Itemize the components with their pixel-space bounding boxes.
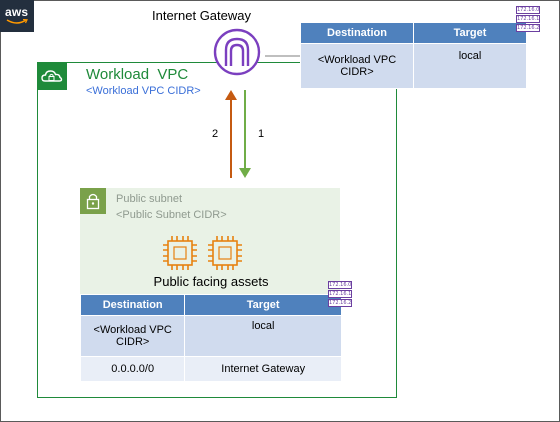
prefix-list-icon: 172.16.0.0 172.16.1.0 172.16.2.0 <box>516 6 540 33</box>
vpc-cidr: <Workload VPC CIDR> <box>86 85 201 97</box>
target-cell: local <box>413 43 527 89</box>
table-header-row: Destination Target <box>300 22 527 44</box>
prefix-entry: 172.16.0.0 <box>516 6 540 14</box>
prefix-entry: 172.16.1.0 <box>516 15 540 23</box>
destination-cell: 0.0.0.0/0 <box>79 356 186 382</box>
vpc-cloud-icon <box>37 62 67 90</box>
destination-cell: <Workload VPC CIDR> <box>300 43 414 89</box>
aws-logo: aws <box>0 0 34 32</box>
prefix-entry: 172.16.0.0 <box>328 281 352 289</box>
ec2-instance-icon <box>163 236 197 270</box>
destination-cell: <Workload VPC CIDR> <box>79 315 186 357</box>
internet-gateway-icon <box>213 28 261 76</box>
subnet-lock-icon <box>80 188 106 214</box>
table-row: <Workload VPC CIDR> local <box>79 315 342 357</box>
target-header: Target <box>413 22 527 44</box>
table-row: 0.0.0.0/0 Internet Gateway <box>79 356 342 382</box>
outbound-arrow <box>225 90 237 178</box>
subnet-title: Public subnet <box>116 193 183 205</box>
destination-header: Destination <box>300 22 414 44</box>
prefix-entry: 172.16.2.0 <box>516 24 540 32</box>
table-header-row: Destination Target <box>79 294 342 316</box>
ec2-instance-icon <box>208 236 242 270</box>
target-cell: Internet Gateway <box>184 356 342 382</box>
prefix-entry: 172.16.1.0 <box>328 290 352 298</box>
outbound-step-label: 2 <box>212 128 219 140</box>
inbound-step-label: 1 <box>258 128 265 140</box>
subnet-route-table: Destination Target <Workload VPC CIDR> l… <box>79 294 342 382</box>
vpc-route-table: Destination Target <Workload VPC CIDR> l… <box>300 22 527 89</box>
public-assets-label: Public facing assets <box>153 274 269 289</box>
destination-header: Destination <box>79 294 186 316</box>
aws-smile-icon <box>6 19 28 24</box>
target-cell: local <box>184 315 342 357</box>
subnet-cidr: <Public Subnet CIDR> <box>116 209 227 221</box>
vpc-title: Workload VPC <box>86 66 189 83</box>
prefix-entry: 172.16.2.0 <box>328 299 352 307</box>
prefix-list-icon: 172.16.0.0 172.16.1.0 172.16.2.0 <box>328 281 352 308</box>
target-header: Target <box>184 294 342 316</box>
aws-logo-text: aws <box>5 5 29 19</box>
table-row: <Workload VPC CIDR> local <box>300 43 527 89</box>
public-subnet <box>80 188 340 294</box>
internet-gateway-label: Internet Gateway <box>152 8 251 23</box>
inbound-arrow <box>239 90 251 178</box>
